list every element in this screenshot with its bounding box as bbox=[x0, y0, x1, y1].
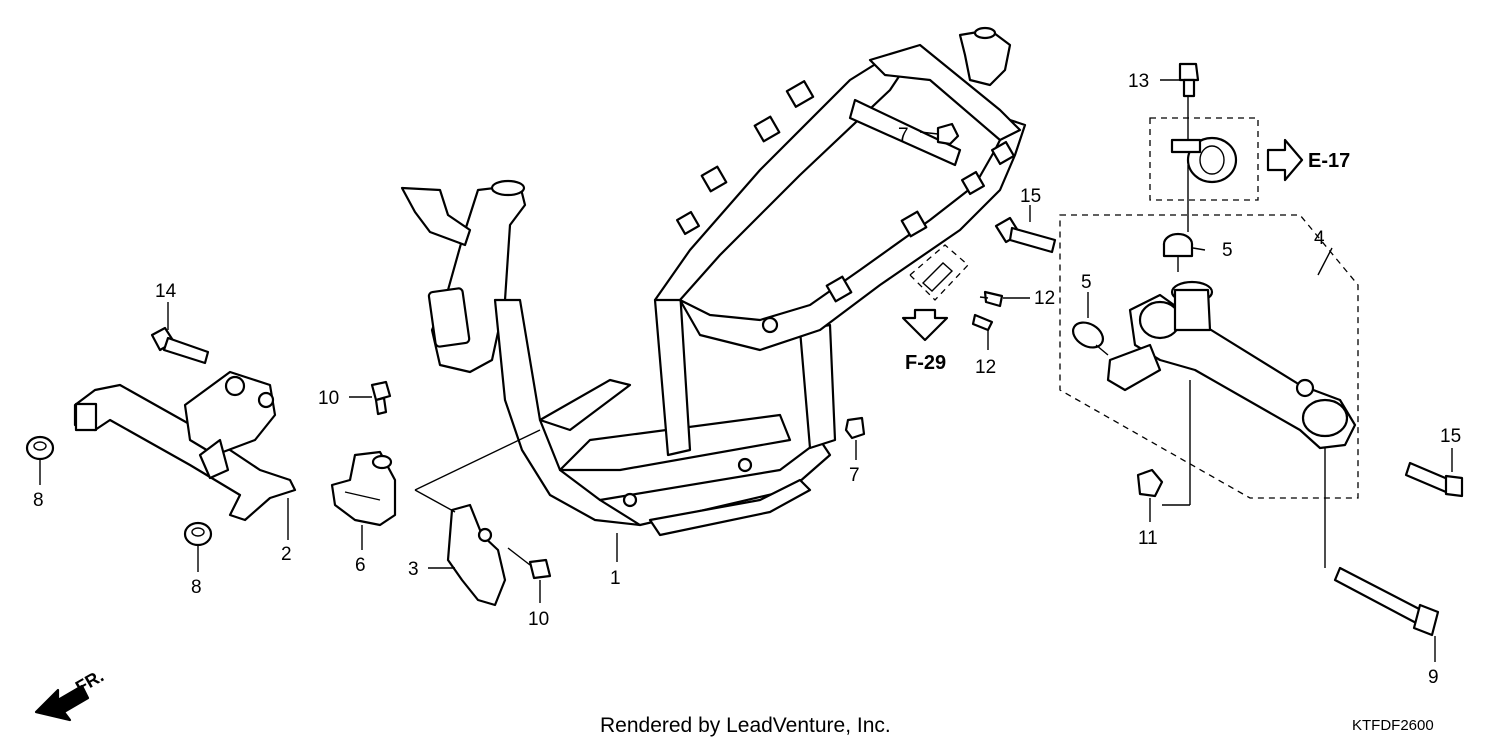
nut-11[interactable] bbox=[1136, 468, 1164, 498]
bolt-14[interactable] bbox=[150, 326, 210, 365]
callout-1: 1 bbox=[610, 568, 621, 589]
callout-15-upper: 15 bbox=[1020, 186, 1041, 207]
callout-10-upper: 10 bbox=[318, 388, 339, 409]
callout-4: 4 bbox=[1314, 228, 1325, 249]
ref-e17-label[interactable]: E-17 bbox=[1308, 150, 1350, 172]
callout-10-lower: 10 bbox=[528, 609, 549, 630]
hanger-4-box bbox=[1059, 214, 1359, 499]
callout-6: 6 bbox=[355, 555, 366, 576]
diagram-code: KTFDF2600 bbox=[1352, 717, 1434, 734]
nut-8-lower[interactable] bbox=[183, 521, 213, 547]
callout-7-upper: 7 bbox=[898, 125, 909, 146]
clamp-e17[interactable] bbox=[1170, 136, 1238, 184]
bolt-10-upper[interactable] bbox=[370, 380, 393, 470]
clip-12-a[interactable] bbox=[979, 290, 1004, 308]
callout-5-left: 5 bbox=[1081, 272, 1092, 293]
callout-13: 13 bbox=[1128, 71, 1149, 92]
bolt-10-lower[interactable] bbox=[507, 547, 552, 580]
callout-7-lower: 7 bbox=[849, 465, 860, 486]
callout-15-right: 15 bbox=[1440, 426, 1461, 447]
callout-12-a: 12 bbox=[1034, 288, 1055, 309]
bolt-9[interactable] bbox=[1333, 566, 1440, 637]
e17-arrow-icon bbox=[1266, 138, 1304, 182]
callout-3: 3 bbox=[408, 559, 419, 580]
bolt-15-upper[interactable] bbox=[994, 216, 1057, 254]
callout-11: 11 bbox=[1138, 528, 1158, 549]
bolt-13[interactable] bbox=[1178, 62, 1200, 98]
callout-9: 9 bbox=[1428, 667, 1439, 688]
render-credit: Rendered by LeadVenture, Inc. bbox=[600, 714, 891, 737]
bushing-5-left[interactable] bbox=[1069, 317, 1109, 356]
nut-7-upper[interactable] bbox=[936, 122, 960, 146]
f29-arrow-icon bbox=[901, 308, 949, 342]
frame-body[interactable] bbox=[400, 26, 1027, 537]
callout-8-upper: 8 bbox=[33, 490, 44, 511]
nut-7-lower[interactable] bbox=[844, 416, 866, 440]
nut-8-upper[interactable] bbox=[25, 435, 55, 461]
front-direction-icon: FR. bbox=[34, 666, 107, 722]
callout-12-b: 12 bbox=[975, 357, 996, 378]
e17-ref-box bbox=[1149, 117, 1259, 201]
bushing-5-upper[interactable] bbox=[1162, 232, 1194, 272]
callout-14: 14 bbox=[155, 281, 177, 302]
callout-8-lower: 8 bbox=[191, 577, 202, 598]
f29-ref-box bbox=[909, 244, 969, 301]
leader-lines bbox=[39, 79, 1453, 662]
ref-f29-label[interactable]: F-29 bbox=[905, 352, 946, 374]
callout-2: 2 bbox=[281, 544, 292, 565]
clip-12-b[interactable] bbox=[971, 313, 994, 332]
callout-5-upper: 5 bbox=[1222, 240, 1233, 261]
bolt-15-right[interactable] bbox=[1404, 461, 1464, 498]
bracket-3[interactable] bbox=[446, 503, 507, 607]
hanger-arm-4[interactable] bbox=[1106, 280, 1357, 450]
hanger-bracket-2[interactable] bbox=[73, 370, 297, 522]
